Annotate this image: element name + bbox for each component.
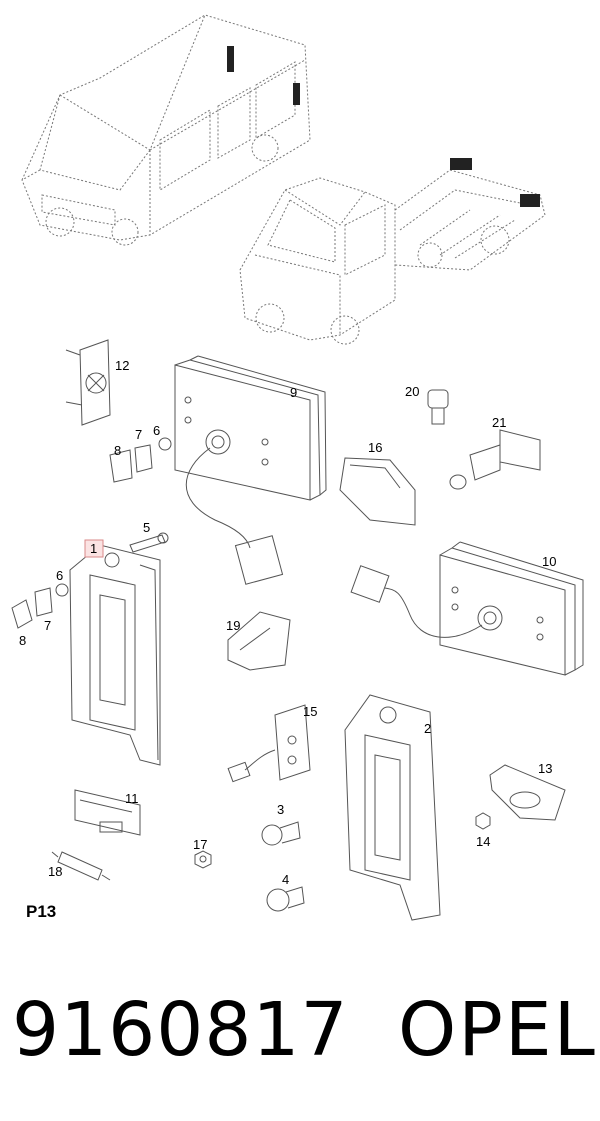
callout-label-8a: 8 xyxy=(114,443,121,458)
callout-label-9: 9 xyxy=(290,385,297,400)
callout-label-18: 18 xyxy=(48,864,62,879)
brand-name: OPEL xyxy=(398,987,597,1073)
part-15-connector xyxy=(227,704,311,783)
part-17-nut xyxy=(194,850,212,869)
highlight-box-1 xyxy=(84,539,104,558)
part-18-festoon-bulb xyxy=(51,851,111,881)
part-5-screw xyxy=(129,532,169,553)
callout-label-15: 15 xyxy=(303,704,317,719)
callout-label-20: 20 xyxy=(405,384,419,399)
part-21-switch xyxy=(449,429,541,490)
parts-8-7-6-lower xyxy=(11,583,69,629)
callout-label-5: 5 xyxy=(143,520,150,535)
callout-label-1: 1 xyxy=(90,541,97,556)
part-number: 9160817 xyxy=(12,987,349,1073)
part-3-bulb xyxy=(261,821,301,846)
part-2-lamp-housing xyxy=(344,694,441,921)
chassis-cab-illustration xyxy=(239,169,546,345)
van-illustration xyxy=(21,14,311,246)
callout-label-21: 21 xyxy=(492,415,506,430)
callout-label-7b: 7 xyxy=(44,618,51,633)
callout-label-11: 11 xyxy=(125,791,139,806)
callout-label-8b: 8 xyxy=(19,633,26,648)
part-12-number-plate-lamp xyxy=(65,339,111,426)
van-rear-lamp-markers xyxy=(227,46,300,105)
callout-label-17: 17 xyxy=(193,837,207,852)
diagram-page-code: P13 xyxy=(26,902,57,921)
part-9-rear-lamp xyxy=(174,355,327,585)
part-13-side-lamp xyxy=(489,764,566,821)
callout-label-13: 13 xyxy=(538,761,552,776)
callout-label-6a: 6 xyxy=(153,423,160,438)
callout-label-10: 10 xyxy=(542,554,556,569)
callout-label-3: 3 xyxy=(277,802,284,817)
callout-label-7a: 7 xyxy=(135,427,142,442)
chassis-cab-lamp-markers xyxy=(450,158,540,207)
part-1-lamp-housing xyxy=(69,544,161,766)
callout-label-16: 16 xyxy=(368,440,382,455)
callout-label-12: 12 xyxy=(115,358,129,373)
part-10-rear-lamp xyxy=(350,541,584,676)
part-4-bulb xyxy=(266,886,305,912)
part-footer: 9160817 OPEL xyxy=(0,975,600,1085)
part-16-block xyxy=(339,457,416,526)
part-20-switch xyxy=(427,389,449,425)
callout-labels: 1 2 3 4 5 6 6 7 7 8 8 9 10 11 12 13 14 1… xyxy=(19,358,556,887)
part-14-nut xyxy=(475,812,491,830)
part-11-number-plate-lamp xyxy=(74,789,141,836)
parts-8-7-6-upper xyxy=(109,437,172,483)
callout-label-4: 4 xyxy=(282,872,289,887)
callout-label-14: 14 xyxy=(476,834,490,849)
callout-label-6b: 6 xyxy=(56,568,63,583)
callout-label-19: 19 xyxy=(226,618,240,633)
callout-label-2: 2 xyxy=(424,721,431,736)
part-19-bulb-holder xyxy=(227,611,291,671)
exploded-parts-diagram: 1 2 3 4 5 6 6 7 7 8 8 9 10 11 12 13 14 1… xyxy=(11,14,584,921)
